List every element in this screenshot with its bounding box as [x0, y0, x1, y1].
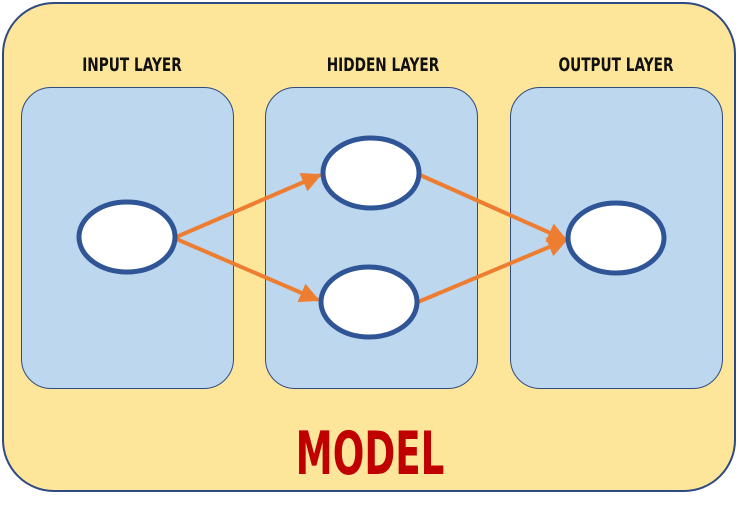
input-layer-title: INPUT LAYER: [82, 54, 182, 76]
output-node: [565, 200, 667, 276]
edge-input-to-hidden-top: [173, 172, 322, 240]
input-node: [76, 199, 178, 275]
hidden-node-top: [320, 135, 422, 211]
output-layer-title: OUTPUT LAYER: [558, 54, 674, 76]
model-label: MODEL: [295, 419, 445, 489]
edge-hidden-top-to-output: [419, 173, 568, 242]
hidden-node-bottom: [318, 264, 420, 340]
edge-hidden-bottom-to-output: [417, 237, 568, 304]
hidden-layer-title: HIDDEN LAYER: [326, 54, 440, 76]
edge-input-to-hidden-bottom: [173, 236, 320, 303]
